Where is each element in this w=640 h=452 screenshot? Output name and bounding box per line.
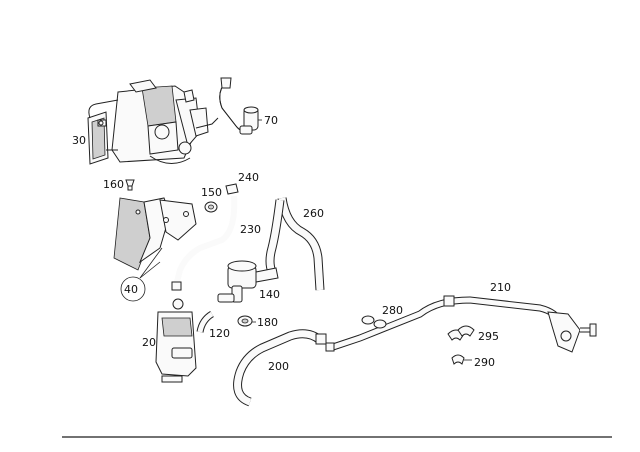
part-230-hose[interactable] [171, 195, 238, 291]
callout-260: 260 [303, 207, 324, 220]
callout-40: 40 [124, 283, 138, 296]
callout-200: 200 [268, 360, 289, 373]
callout-210: 210 [490, 281, 511, 294]
callout-150: 150 [201, 186, 222, 199]
part-280-clamps[interactable] [361, 315, 387, 329]
part-40-bracket[interactable] [113, 197, 197, 271]
part-140-pump[interactable] [217, 260, 279, 303]
callout-30: 30 [72, 134, 86, 147]
part-30-heater-unit[interactable] [87, 79, 219, 165]
part-20-heater[interactable] [155, 298, 197, 383]
callout-290: 290 [474, 356, 495, 369]
callout-160: 160 [103, 178, 124, 191]
part-160-screw[interactable] [125, 179, 135, 191]
part-150-clamp[interactable] [204, 201, 218, 213]
part-120-hose[interactable] [196, 310, 214, 333]
callout-280: 280 [382, 304, 403, 317]
callout-20: 20 [142, 336, 156, 349]
callout-180: 180 [257, 316, 278, 329]
part-290-clip[interactable] [451, 354, 465, 365]
callout-140: 140 [259, 288, 280, 301]
callout-230: 230 [240, 223, 261, 236]
part-70-coolant-pipe[interactable] [219, 77, 259, 135]
part-200-hose[interactable] [233, 329, 327, 407]
callout-120: 120 [209, 327, 230, 340]
part-180-clamp[interactable] [237, 315, 253, 327]
part-295-clips[interactable] [447, 325, 475, 341]
callout-70: 70 [264, 114, 278, 127]
callout-240: 240 [238, 171, 259, 184]
part-210-pipe[interactable] [325, 295, 597, 353]
callout-40-circle [120, 276, 146, 302]
part-260-hose[interactable] [265, 197, 325, 291]
part-240-clip[interactable] [225, 183, 239, 195]
callout-295: 295 [478, 330, 499, 343]
